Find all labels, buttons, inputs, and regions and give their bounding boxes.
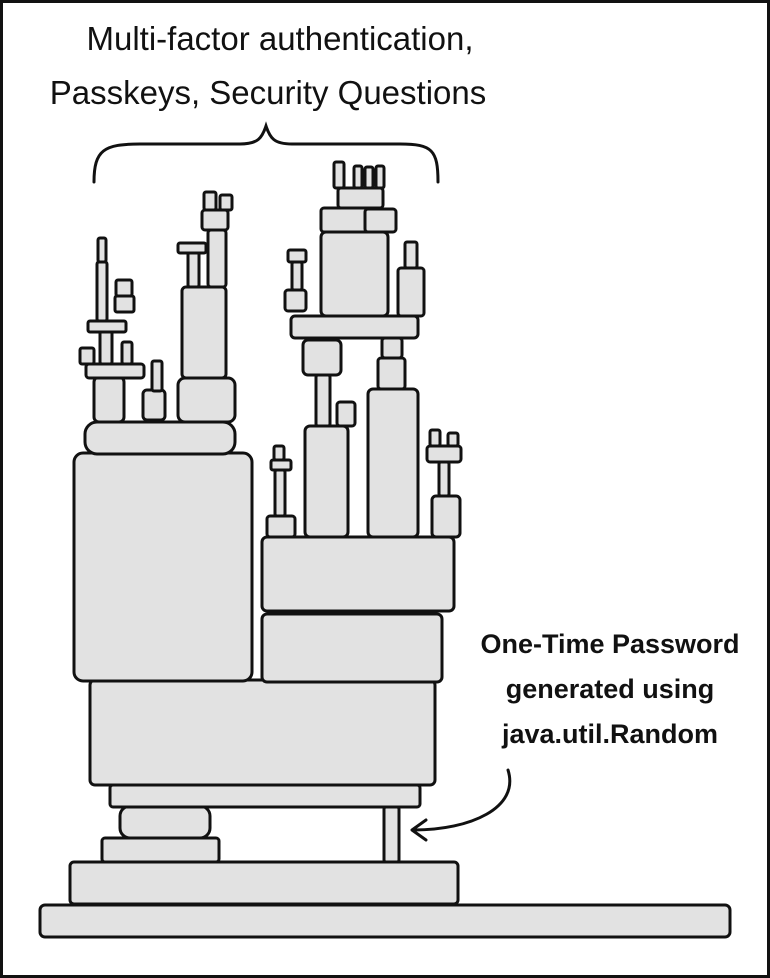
- left-block-3: [176, 376, 237, 424]
- right-post-1: [273, 468, 287, 518]
- right-left-block: [283, 288, 308, 313]
- side-caption-line-2: generated using: [505, 674, 715, 704]
- side-caption-line-1: One-Time Password: [480, 629, 740, 659]
- right-tall-pillar-a: [303, 424, 350, 539]
- right-side-block: [396, 266, 426, 318]
- main-body-block: [88, 678, 437, 787]
- top-caption-line-1: Multi-factor authentication,: [86, 20, 474, 57]
- right-block-lower: [260, 612, 444, 684]
- right-pillar-b-tip: [380, 336, 404, 360]
- right-tall-pillar-b: [366, 387, 420, 539]
- left-mini-a: [113, 294, 136, 314]
- left-shelf: [84, 362, 146, 380]
- right-mid-post-b: [335, 400, 357, 428]
- right-post-1-tip: [272, 444, 286, 462]
- right-post-2-tip-a: [428, 428, 442, 448]
- left-mini-b: [114, 278, 134, 298]
- right-small-block: [430, 494, 462, 539]
- left-bar: [86, 319, 128, 334]
- support-stack-bottom: [100, 836, 221, 864]
- left-column-head-a: [200, 208, 230, 232]
- left-tall-column: [180, 285, 228, 380]
- right-pillar-b-cap: [376, 356, 407, 391]
- right-mid-post: [314, 373, 332, 428]
- right-crown-pin-c: [363, 165, 375, 190]
- right-block-upper: [260, 535, 456, 613]
- left-spike-tip: [96, 236, 108, 264]
- left-column-head-c: [218, 193, 234, 212]
- right-main-top-b: [363, 207, 398, 234]
- left-small-post: [150, 359, 164, 393]
- right-shelf: [289, 314, 420, 340]
- left-column-post: [206, 228, 228, 289]
- right-post-2: [437, 460, 451, 498]
- left-stub-a: [78, 346, 96, 366]
- right-left-cap: [286, 248, 308, 264]
- base-slab: [38, 903, 732, 939]
- left-stub-b: [98, 328, 114, 366]
- right-post-2-tip-b: [446, 431, 460, 448]
- right-mid-block: [301, 338, 343, 377]
- top-caption-line-2: Passkeys, Security Questions: [49, 74, 487, 111]
- support-stack-top: [118, 804, 212, 840]
- right-crown-pin-d: [374, 164, 386, 190]
- right-main-crown: [336, 186, 385, 210]
- lower-slab: [68, 860, 460, 906]
- side-caption-line-3: java.util.Random: [501, 719, 719, 749]
- right-crown-pin-b: [352, 164, 364, 190]
- left-spike: [95, 260, 109, 323]
- otp-pillar: [382, 805, 401, 864]
- middle-slab: [108, 783, 422, 809]
- left-column-tip: [176, 241, 208, 255]
- left-block-1: [92, 375, 126, 424]
- left-block-2: [141, 388, 167, 422]
- pointer-arrow-head: [410, 818, 428, 842]
- left-tall-block: [72, 451, 254, 683]
- right-tiny-block-a: [265, 514, 297, 539]
- right-left-post: [290, 260, 304, 292]
- curly-brace: [92, 121, 440, 184]
- left-stub-c: [120, 340, 134, 366]
- right-main-top: [319, 206, 371, 234]
- left-column-head-b: [202, 190, 218, 212]
- right-crown-pin-a: [332, 160, 346, 190]
- left-column-cap: [186, 250, 201, 289]
- pointer-arrow: [412, 768, 512, 832]
- left-capstone: [83, 420, 237, 456]
- right-main-block: [319, 230, 390, 318]
- right-side-post: [403, 240, 419, 270]
- right-post-2-top: [425, 444, 463, 464]
